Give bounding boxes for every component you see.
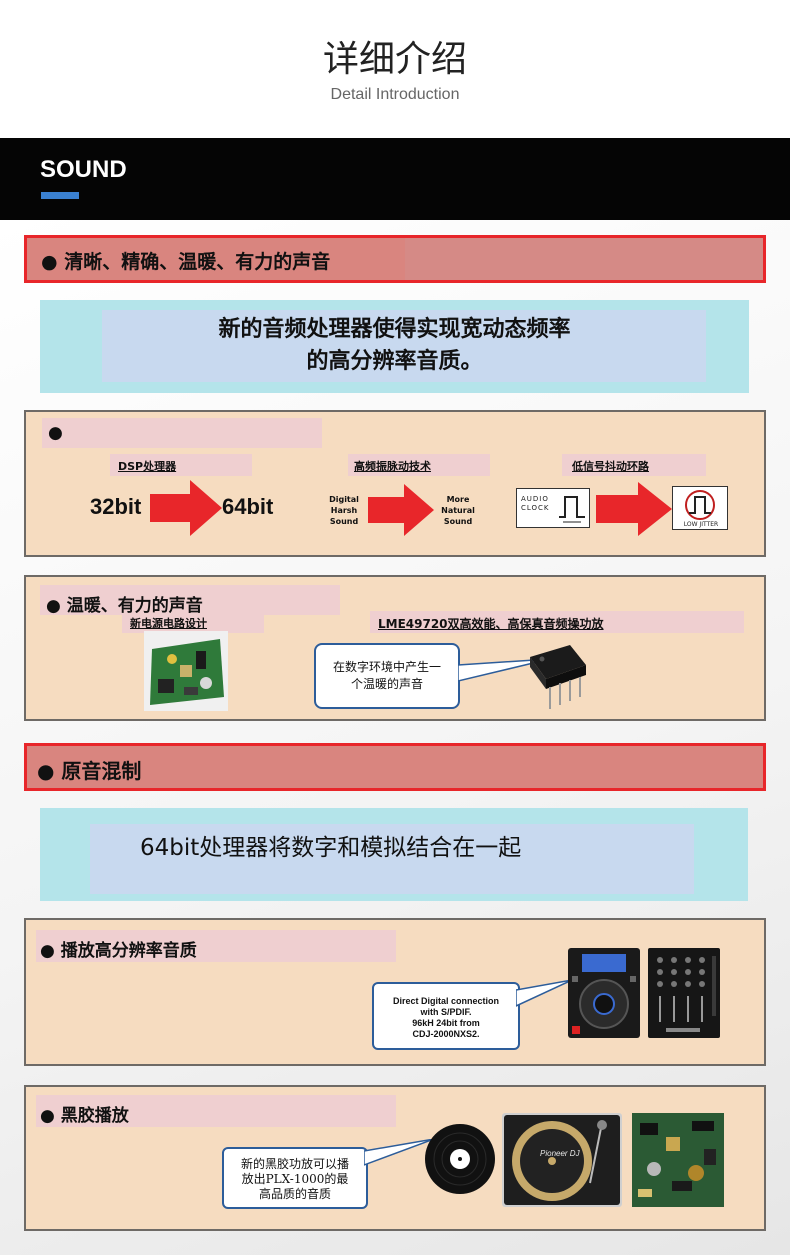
- jitter-text: LOW JITTER: [683, 521, 719, 528]
- digital-connection-callout: Direct Digital connection with S/PDIF. 9…: [372, 982, 520, 1050]
- callout-line3: 高品质的音质: [258, 1187, 331, 1201]
- section2-panel-vinyl: ● 黑胶播放 新的黑胶功放可以播 放出PLX-1000的最 高品质的音质 Pio…: [24, 1085, 766, 1231]
- dj-mixer-image: [648, 948, 720, 1038]
- page-subtitle: Detail Introduction: [330, 86, 460, 103]
- panel-label: ● 温暖、有力的声音: [46, 596, 203, 616]
- pulse-from-2: Harsh: [330, 506, 358, 515]
- panel-label-band: [40, 585, 340, 615]
- amp-label: LME49720双高效能、高保真音频操功放: [378, 617, 604, 631]
- section2-panel-hires: ● 播放高分辨率音质 Direct Digital connection wit…: [24, 918, 766, 1066]
- clock-wave-icon: [559, 496, 585, 523]
- turntable-drawing: [504, 1115, 620, 1205]
- callout-pointer: [364, 1139, 434, 1166]
- pulse-from-1: Digital: [329, 495, 359, 504]
- section2-highlight-box: 64bit处理器将数字和模拟结合在一起: [40, 808, 748, 901]
- amp-board-image: [632, 1113, 724, 1207]
- panel-label-band: [36, 930, 396, 962]
- panel-label: ● 黑胶播放: [40, 1106, 129, 1126]
- sound-banner: [0, 138, 790, 220]
- section1-panel-warm: ● 温暖、有力的声音 新电源电路设计 LME49720双高效能、高保真音频操功放…: [24, 575, 766, 721]
- section1-highlight-line1: 新的音频处理器使得实现宽动态频率: [218, 317, 571, 342]
- section1-header-fill: [27, 238, 405, 280]
- vinyl-callout: 新的黑胶功放可以播 放出PLX-1000的最 高品质的音质: [222, 1147, 368, 1209]
- pulse-to-text: More Natural Sound: [438, 494, 478, 527]
- clock-text-1: AUDIO: [521, 495, 549, 503]
- warm-sound-callout: 在数字环境中产生一 个温暖的声音: [314, 643, 460, 709]
- callout-line1: 新的黑胶功放可以播: [240, 1157, 349, 1171]
- panel-label: ●: [48, 423, 63, 443]
- power-circuit-board-image: [144, 631, 228, 711]
- section1-panel-processing: ● DSP处理器 32bit 64bit 高频振脉动技术 Digital Har…: [24, 410, 766, 557]
- panel-label-band: [36, 1095, 396, 1127]
- page-title: 详细介绍: [322, 39, 467, 80]
- audio-clock-icon: AUDIO CLOCK: [516, 488, 590, 528]
- clock-text-2: CLOCK: [521, 504, 550, 512]
- turntable-image: Pioneer DJ: [502, 1113, 622, 1207]
- arrow-right-icon: [368, 484, 434, 536]
- section2-highlight-inner: [90, 824, 694, 894]
- section1-header-fill-right: [405, 238, 763, 280]
- jitter-label-band: [562, 454, 706, 476]
- sound-title: SOUND: [40, 156, 127, 183]
- section2-header-label: ● 原音混制: [37, 759, 142, 783]
- pulse-to-3: Sound: [443, 517, 473, 526]
- section1-highlight-line2: 的高分辨率音质。: [306, 349, 483, 374]
- section1-highlight-inner: [102, 310, 706, 382]
- section1-highlight-box: 新的音频处理器使得实现宽动态频率 的高分辨率音质。: [40, 300, 749, 393]
- callout-pointer: [458, 658, 550, 682]
- pulse-from-text: Digital Harsh Sound: [326, 494, 362, 527]
- from-bits: 32bit: [90, 494, 142, 519]
- pulse-from-3: Sound: [329, 517, 359, 526]
- to-bits: 64bit: [222, 494, 274, 519]
- arrow-right-icon: [150, 480, 222, 536]
- callout-line2: 放出PLX-1000的最: [241, 1172, 349, 1186]
- callout-line1: Direct Digital connection: [392, 996, 499, 1006]
- arrow-right-icon: [596, 482, 672, 536]
- panel-label: ● 播放高分辨率音质: [40, 941, 197, 961]
- callout-line1: 在数字环境中产生一: [332, 660, 441, 674]
- turntable-brand: Pioneer DJ: [540, 1149, 580, 1158]
- callout-line3: 96kH 24bit from: [412, 1018, 480, 1028]
- section1-header-label: ● 清晰、精确、温暖、有力的声音: [41, 251, 331, 273]
- power-label-band: [122, 613, 264, 633]
- vinyl-record-icon: [425, 1124, 495, 1194]
- power-label: 新电源电路设计: [130, 617, 207, 630]
- low-jitter-icon: LOW JITTER: [672, 486, 728, 530]
- section1-header-bar: ● 清晰、精确、温暖、有力的声音: [24, 235, 766, 283]
- pulse-label: 高频振脉动技术: [354, 460, 431, 473]
- cdj-player-image: [568, 948, 640, 1038]
- section2-header-bar: ● 原音混制: [24, 743, 766, 791]
- pulse-to-1: More: [446, 495, 470, 504]
- callout-line2: 个温暖的声音: [350, 677, 423, 691]
- opamp-chip-image: [530, 645, 586, 709]
- callout-line4: CDJ-2000NXS2.: [412, 1029, 480, 1039]
- jitter-label: 低信号抖动环路: [572, 460, 649, 473]
- section2-highlight-text: 64bit处理器将数字和模拟结合在一起: [140, 835, 522, 861]
- callout-pointer: [516, 980, 572, 1007]
- dsp-label: DSP处理器: [118, 460, 177, 473]
- dsp-label-band: [110, 454, 252, 476]
- pulse-label-band: [348, 454, 490, 476]
- jitter-wave-icon: [685, 490, 715, 520]
- amp-label-band: [370, 611, 744, 633]
- sound-underline: [41, 192, 79, 199]
- panel-label-band: [42, 418, 322, 448]
- pulse-to-2: Natural: [441, 506, 475, 515]
- callout-line2: with S/PDIF.: [420, 1007, 472, 1017]
- section2-header-fill: [27, 746, 763, 788]
